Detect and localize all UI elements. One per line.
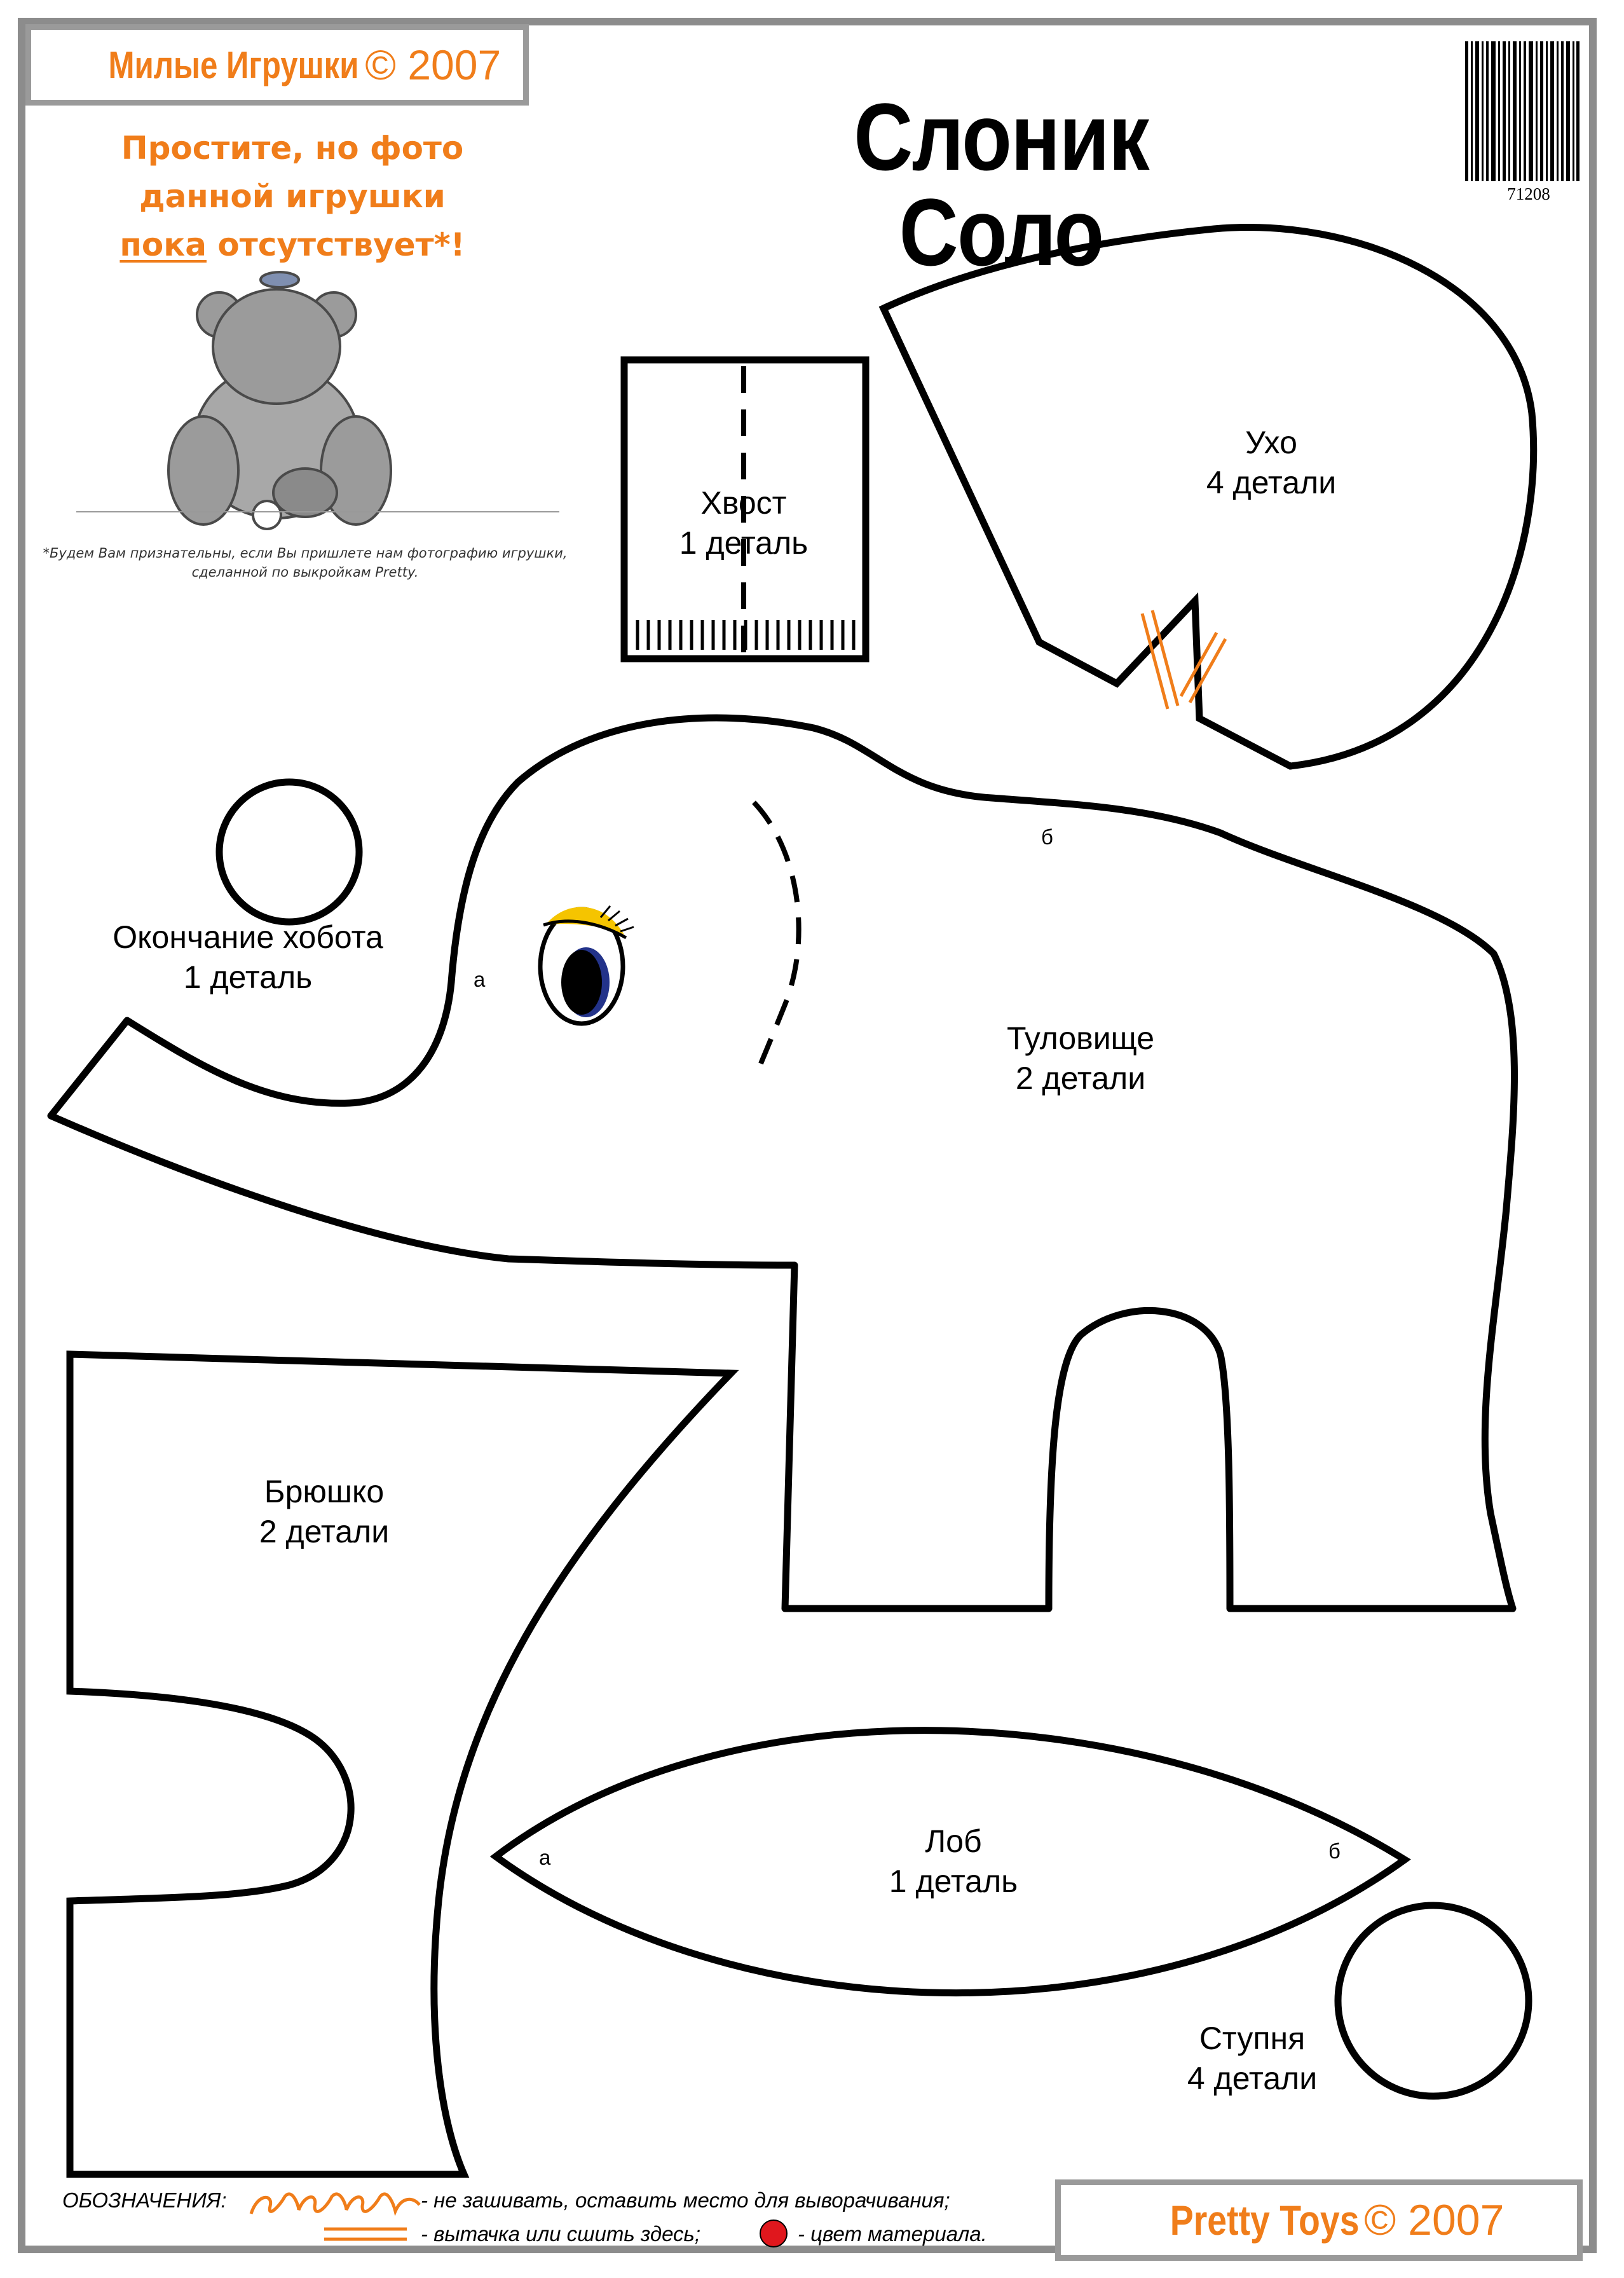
foot-label: Ступня 4 детали [1144,2019,1360,2099]
body-piece [47,714,1518,1612]
notice-line-3-rest: отсутствует*! [206,226,465,263]
brand-year: © 2007 [365,41,502,88]
body-name: Туловище [1006,1020,1155,1056]
trunk-tip-piece [215,778,363,926]
footer-brand-box: Pretty Toys © 2007 [1055,2179,1583,2261]
legend-color-text: - цвет материала. [798,2222,987,2246]
tail-fringe [636,620,856,650]
legend-title: ОБОЗНАЧЕНИЯ: [62,2188,227,2212]
ear-count: 4 детали [1206,465,1337,500]
eye-icon [538,905,634,1026]
belly-count: 2 детали [259,1514,390,1549]
footnote-line-1: *Будем Вам признательны, если Вы пришлет… [43,545,568,561]
tail-piece [620,356,870,662]
mark-a-body: а [474,968,486,991]
tail-count: 1 деталь [679,525,809,561]
tail-label: Хвост 1 деталь [636,483,852,563]
belly-piece [66,1350,739,2178]
material-color-dot-icon [760,2220,788,2247]
trunk-tip-count: 1 деталь [183,959,313,995]
ear-piece [878,224,1538,770]
ear-name: Ухо [1245,425,1297,460]
ear-dart-marks [1140,610,1227,710]
body-label: Туловище 2 детали [972,1019,1189,1099]
forehead-count: 1 деталь [889,1863,1018,1899]
trunk-tip-name: Окончание хобота [113,919,383,955]
forehead-name: Лоб [925,1823,982,1859]
brand-name: Милые Игрушки [108,43,359,86]
notice-line-3: пока отсутствует*! [89,221,496,269]
belly-name: Брюшко [264,1474,385,1509]
barcode-icon [1465,41,1580,181]
mark-a-forehead: а [539,1846,551,1869]
dart-lines-icon [324,2227,407,2241]
photo-request-footnote: *Будем Вам признательны, если Вы пришлет… [38,544,572,582]
page-title: Слоник Соло [854,83,1149,285]
mark-b-body: б [1041,825,1053,849]
body-fold-line [752,800,802,1076]
footnote-line-2: сделанной по выкройкам Pretty. [191,565,419,580]
foot-count: 4 детали [1187,2061,1318,2096]
brand-header-box: Милые Игрушки © 2007 [25,24,529,106]
mark-b-forehead: б [1328,1839,1341,1863]
notice-underlined-word: пока [119,226,207,263]
foot-name: Ступня [1199,2021,1306,2056]
legend-no-sew-text: - не зашивать, оставить место для вывора… [421,2188,950,2212]
trunk-tip-label: Окончание хобота 1 деталь [89,917,407,998]
no-sew-squiggle-icon [249,2192,421,2216]
belly-label: Брюшко 2 детали [216,1472,432,1552]
forehead-piece [489,1727,1411,1997]
body-count: 2 детали [1015,1060,1146,1096]
legend-dart-text: - вытачка или сшить здесь; [421,2222,701,2246]
foot-piece [1334,1902,1532,2100]
footer-brand-year: © 2007 [1364,2196,1505,2244]
ear-label: Ухо 4 детали [1176,423,1367,503]
teddy-bear-image [76,271,559,530]
tail-name: Хвост [700,485,787,521]
barcode-number: 71208 [1507,184,1550,203]
notice-line-2: данной игрушки [139,178,446,215]
forehead-label: Лоб 1 деталь [845,1822,1061,1902]
no-photo-notice: Простите, но фото данной игрушки пока от… [89,124,496,269]
notice-line-1: Простите, но фото [121,130,464,167]
footer-brand-name: Pretty Toys [1170,2197,1360,2244]
